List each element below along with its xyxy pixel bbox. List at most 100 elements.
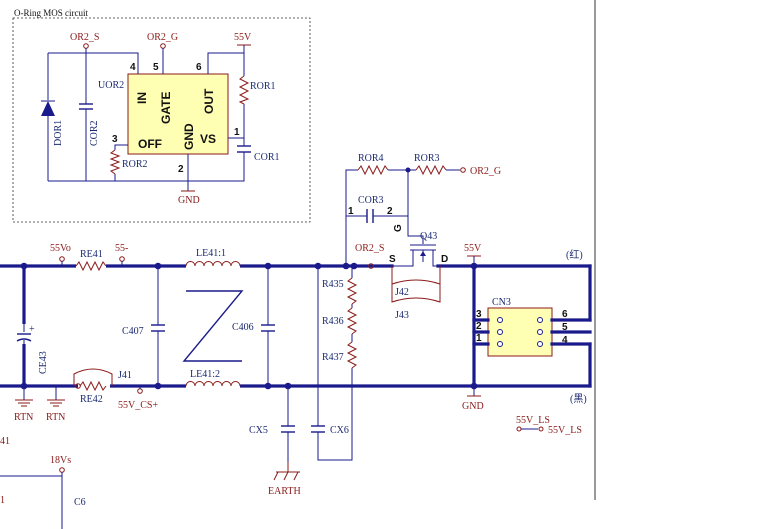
cor2-label: COR2 xyxy=(89,120,100,146)
net-55v-ls-b-port xyxy=(538,426,544,432)
re41-gap xyxy=(76,262,106,270)
q43-gate-label: G xyxy=(393,224,404,232)
uor2-pin-gnd: GND xyxy=(182,123,196,150)
cn3-pin-1: 1 xyxy=(476,333,482,344)
net-18vs-port xyxy=(59,467,65,473)
cx5-label: CX5 xyxy=(249,425,268,436)
q43-drain xyxy=(432,250,438,267)
cor3-label: COR3 xyxy=(358,195,384,206)
cx6-label: CX6 xyxy=(330,425,349,436)
c407-label: C407 xyxy=(122,326,144,337)
wire-gnd-bus xyxy=(48,162,245,182)
net-or2-s-top: OR2_S xyxy=(70,32,99,43)
j41-jumper xyxy=(73,368,113,386)
net-55v-ls-b: 55V_LS xyxy=(548,425,582,436)
net-or2-s-main: OR2_S xyxy=(355,243,384,254)
wire-off xyxy=(114,144,128,150)
wire-cor3-left xyxy=(345,169,358,266)
net-gnd-top: GND xyxy=(178,195,200,206)
cor3-pin-1: 1 xyxy=(348,206,354,217)
earth-symbol-ticks xyxy=(273,471,299,481)
net-or2-g-top-port xyxy=(160,43,166,49)
le41-1-gap xyxy=(186,258,240,268)
net-or2-g-right-port xyxy=(460,167,466,173)
ror3-label: ROR3 xyxy=(414,153,440,164)
q43-drain-label: D xyxy=(441,254,448,265)
uor2-chip xyxy=(127,73,229,155)
r435-resistor xyxy=(346,277,358,305)
ce43-plate-b xyxy=(16,338,32,342)
cn3-left-wiring xyxy=(472,318,490,346)
net-or2-g-right: OR2_G xyxy=(470,166,501,177)
uor2-num-5: 5 xyxy=(153,62,159,73)
net-55-minus: 55- xyxy=(115,243,128,254)
le41-1-inductor xyxy=(185,261,241,267)
net-18vs: 18Vs xyxy=(50,455,71,466)
j42-label: J42 xyxy=(395,287,409,298)
ror1-resistor xyxy=(238,75,250,105)
r435-label: R435 xyxy=(322,279,344,290)
net-55vo: 55Vo xyxy=(50,243,71,254)
le41-2-label: LE41:2 xyxy=(190,369,220,380)
ror1-label: ROR1 xyxy=(250,81,276,92)
wire-in-top xyxy=(48,52,139,74)
re41-resistor xyxy=(75,260,107,272)
cn3-pin-circles xyxy=(497,317,543,347)
uor2-num-6: 6 xyxy=(196,62,202,73)
j43-jumper xyxy=(391,284,441,303)
uor2-num-4: 4 xyxy=(130,62,136,73)
wire-gate-q43 xyxy=(407,216,424,244)
net-rtn-1: RTN xyxy=(14,412,33,423)
cn3-pin-6: 6 xyxy=(562,309,568,320)
le41-2-inductor xyxy=(185,381,241,387)
re42-label: RE42 xyxy=(80,394,103,405)
re42-resistor xyxy=(79,380,107,392)
uor2-num-1: 1 xyxy=(234,127,240,138)
ror2-label: ROR2 xyxy=(122,159,148,170)
net-55v-cs-port xyxy=(137,388,143,394)
r436-resistor xyxy=(346,307,358,335)
uor2-pin-out: OUT xyxy=(202,88,216,114)
cn3-right-wiring xyxy=(550,318,592,346)
net-55v-ls-a-port xyxy=(516,426,522,432)
cor1-label: COR1 xyxy=(254,152,280,163)
dor1-label: DOR1 xyxy=(53,120,64,146)
ror2-resistor xyxy=(109,149,121,175)
wire-earth xyxy=(287,378,353,462)
edge-label-41: 41 xyxy=(0,436,10,447)
net-or2-s-main-port xyxy=(368,263,374,269)
dor1-diode-symbol xyxy=(41,101,55,116)
note-red: (红) xyxy=(566,248,583,261)
j43-label: J43 xyxy=(395,310,409,321)
net-55v-cs: 55V_CS+ xyxy=(118,400,158,411)
le41-2-gap xyxy=(186,378,240,388)
uor2-num-2: 2 xyxy=(178,164,184,175)
j41-label: J41 xyxy=(118,370,132,381)
ce43-plus: + xyxy=(29,324,35,335)
uor2-pin-gate: GATE xyxy=(159,92,173,124)
r437-label: R437 xyxy=(322,352,344,363)
edge-label-1: 1 xyxy=(0,495,5,506)
cn3-pin-4: 4 xyxy=(562,335,568,346)
re42-gap xyxy=(78,380,110,390)
j42-jumper xyxy=(391,266,441,285)
cn3-label: CN3 xyxy=(492,297,511,308)
bus-bottom-port-a xyxy=(75,383,81,389)
common-mode-z-mark xyxy=(182,290,244,362)
net-55v-ls-a: 55V_LS xyxy=(516,415,550,426)
net-55-minus-port xyxy=(119,256,125,262)
uor2-pin-off: OFF xyxy=(138,137,162,151)
q43-body-arrow xyxy=(420,251,426,256)
r437-resistor xyxy=(346,341,358,369)
c6-label: C6 xyxy=(74,497,86,508)
note-black: (黑) xyxy=(570,393,587,405)
oring-frame xyxy=(12,17,311,223)
uor2-pin-in: IN xyxy=(135,92,149,104)
uor2-pin-vs: VS xyxy=(200,132,216,146)
c406-label: C406 xyxy=(232,322,254,333)
cor3-pin-2: 2 xyxy=(387,206,393,217)
net-or2-s-top-port xyxy=(83,43,89,49)
net-55v-top: 55V xyxy=(234,32,252,43)
re41-label: RE41 xyxy=(80,249,103,260)
